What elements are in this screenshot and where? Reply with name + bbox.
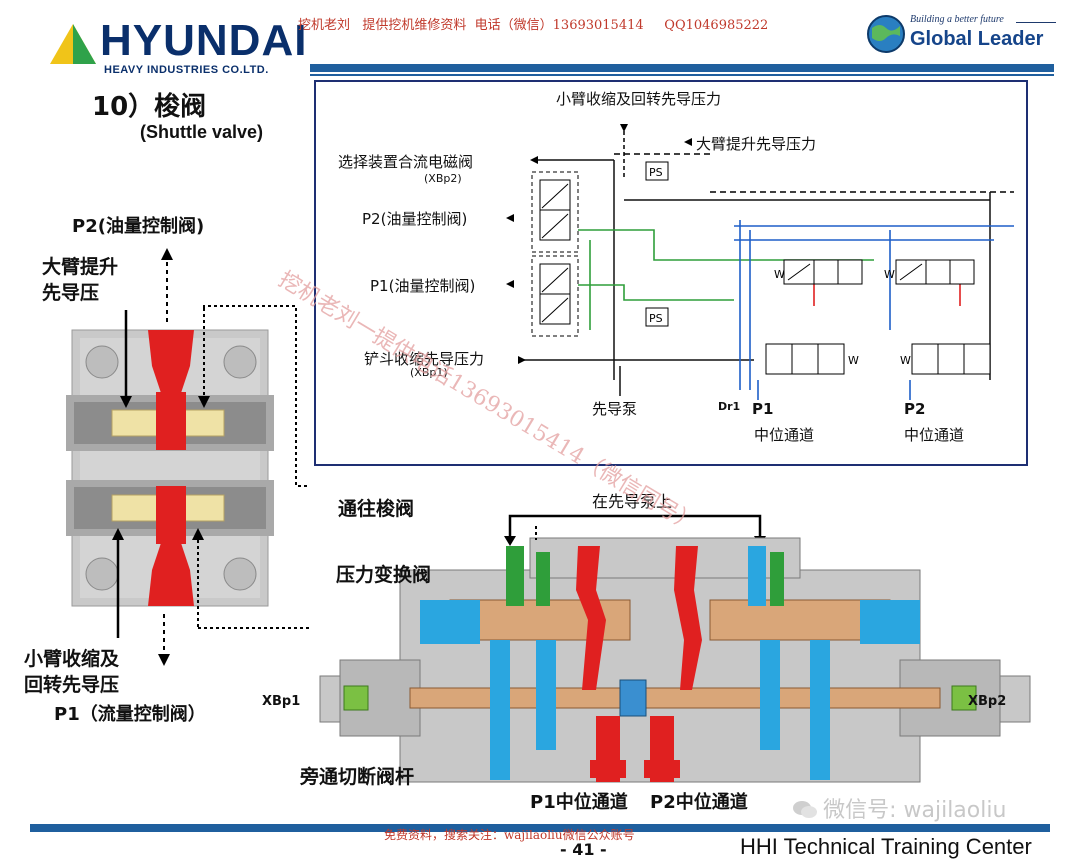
- sch-p1-center-a: P1: [752, 400, 774, 418]
- brand-subtitle: HEAVY INDUSTRIES CO.LTD.: [104, 64, 269, 76]
- slogan-small: Building a better future: [910, 14, 1004, 25]
- sch-arm-swing-label: 小臂收缩及回转先导压力: [556, 90, 722, 108]
- label-p1-left: P1（流量控制阀）: [54, 704, 206, 725]
- slogan-line: [1016, 22, 1056, 23]
- brand-name: HYUNDAI: [100, 16, 308, 65]
- header-bar: [310, 64, 1054, 72]
- label-xbp2: XBp2: [968, 694, 1007, 709]
- spool-valve-top-right: W: [884, 259, 975, 285]
- training-center: HHI Technical Training Center: [740, 834, 1032, 859]
- label-boom-up-2: 先导压: [42, 282, 100, 304]
- label-arm-in-1: 小臂收缩及: [24, 648, 120, 670]
- schematic-frame: [314, 80, 1028, 466]
- w-text-4: W: [900, 354, 911, 367]
- label-pressure-switch: 压力变换阀: [336, 564, 432, 586]
- spool-valve-bottom-right: W: [900, 343, 991, 375]
- sch-bucket-in-label: 铲斗收缩先导压力: [364, 350, 485, 368]
- label-to-shuttle: 通往梭阀: [338, 498, 415, 520]
- label-on-pilot-pump: 在先导泵上: [592, 492, 673, 511]
- sch-dr1-label: Dr1: [718, 400, 741, 413]
- sch-p2-center-a: P2: [904, 400, 926, 418]
- hydraulic-schematic: PS PS W W W W: [506, 124, 1014, 400]
- control-valve-section: [319, 514, 1031, 783]
- w-text-2: W: [884, 268, 895, 281]
- spool-valve-bottom-left: W: [765, 343, 859, 375]
- ps-text-1: PS: [649, 166, 663, 179]
- page-number: - 41 -: [560, 840, 607, 859]
- logo-triangle-icon: [50, 24, 96, 64]
- sch-p1-label: P1(油量控制阀): [370, 277, 476, 295]
- page-subtitle: (Shuttle valve): [140, 122, 264, 142]
- label-p1-center: P1中位通道: [530, 792, 628, 813]
- footer-bar: [30, 824, 1050, 832]
- w-text-3: W: [848, 354, 859, 367]
- label-bypass-cut: 旁通切断阀杆: [300, 766, 415, 788]
- sch-xbp1-label: (XBp1): [410, 366, 448, 379]
- sch-p1-center-b: 中位通道: [754, 426, 815, 444]
- ps-text-2: PS: [649, 312, 663, 325]
- footer-note: 免费资料，搜索关注：wajilaoliu微信公众账号: [384, 828, 635, 842]
- contact-line: 挖机老刘 提供挖机维修资料 电话（微信）13693015414 QQ104698…: [298, 18, 769, 33]
- sch-p2-center-b: 中位通道: [904, 426, 965, 444]
- sch-pilot-pump-label: 先导泵: [592, 400, 638, 418]
- hyundai-logo: HYUNDAI HEAVY INDUSTRIES CO.LTD.: [48, 16, 308, 80]
- shuttle-valve-illustration: [66, 248, 310, 666]
- label-xbp1: XBp1: [262, 694, 301, 709]
- sch-p2-label: P2(油量控制阀): [362, 210, 468, 228]
- sch-boom-up-label: 大臂提升先导压力: [696, 135, 817, 153]
- header-bar-thin: [310, 74, 1054, 76]
- slogan-big: Global Leader: [910, 28, 1044, 50]
- sch-selector-label: 选择装置合流电磁阀: [338, 153, 474, 171]
- label-boom-up-1: 大臂提升: [42, 256, 119, 278]
- page-title: 10）梭阀: [92, 92, 207, 122]
- label-p2-center: P2中位通道: [650, 792, 748, 813]
- w-text-1: W: [774, 268, 785, 281]
- label-arm-in-2: 回转先导压: [24, 674, 120, 696]
- wechat-icon: [792, 799, 818, 821]
- global-leader-logo: Building a better future Global Leader: [866, 12, 1056, 62]
- wechat-watermark: 微信号: wajilaoliu: [792, 792, 1006, 824]
- label-p2-left: P2(油量控制阀): [72, 216, 205, 237]
- spool-valve-top-left: W: [774, 259, 863, 285]
- wechat-id: 微信号: wajilaoliu: [823, 798, 1007, 823]
- sch-xbp2-label: (XBp2): [424, 172, 462, 185]
- globe-icon: [867, 15, 905, 53]
